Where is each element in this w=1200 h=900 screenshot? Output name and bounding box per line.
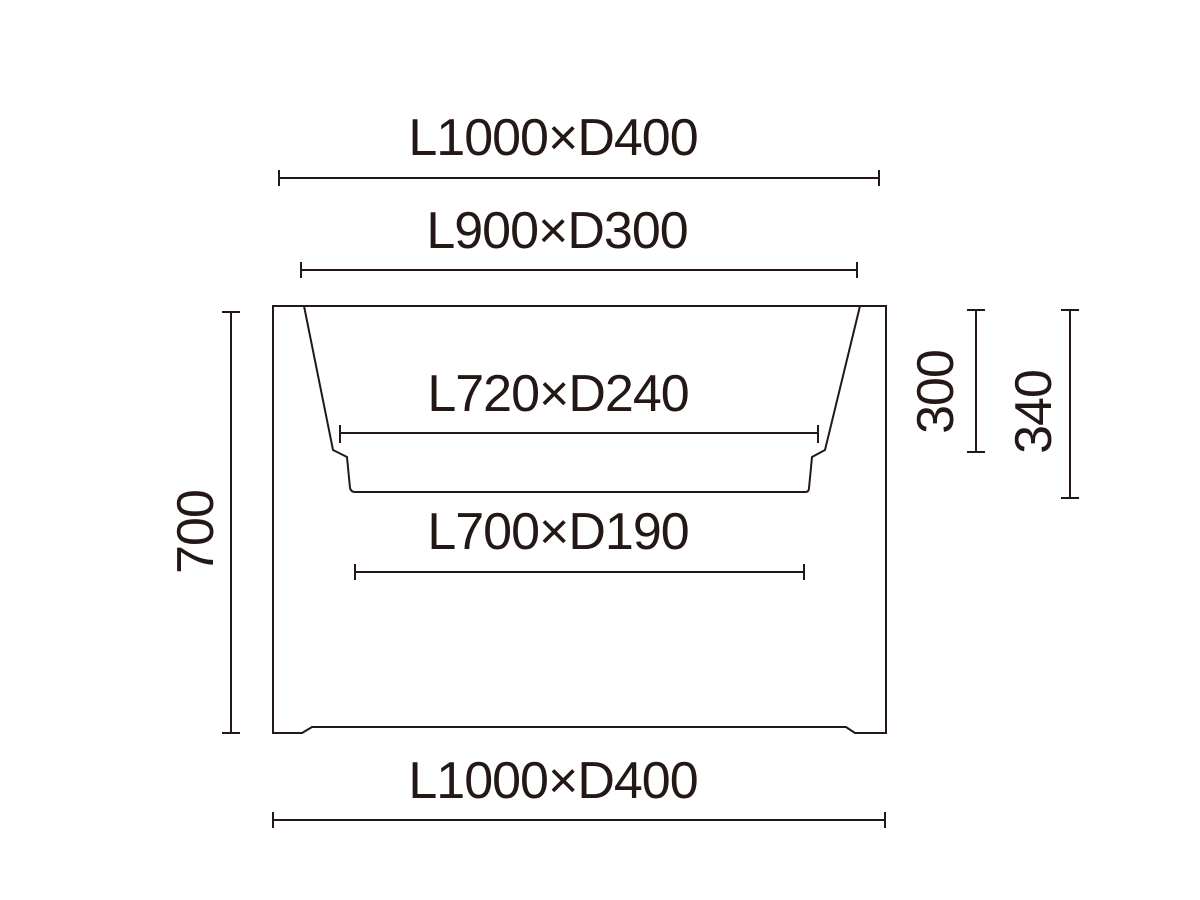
dim-basin-depth: 300: [907, 309, 985, 453]
dim-outer-top: L1000×D400: [278, 109, 880, 186]
label-outer-bottom: L1000×D400: [408, 752, 697, 810]
basin-outline: [303, 305, 861, 493]
dim-outer-bottom: L1000×D400: [272, 752, 886, 828]
dim-basin-bottom: L700×D190: [354, 503, 805, 580]
dim-basin-depth-outer: 340: [1005, 309, 1079, 499]
label-rim: L900×D300: [426, 202, 687, 260]
dim-basin-inner: L720×D240: [339, 365, 819, 443]
dim-rim: L900×D300: [300, 202, 858, 278]
body-outline: [272, 305, 887, 734]
label-outer-top: L1000×D400: [408, 109, 697, 167]
label-basin-bottom: L700×D190: [427, 503, 688, 561]
dim-height-total: 700: [167, 311, 240, 734]
label-basin-depth: 300: [907, 350, 965, 434]
label-height-total: 700: [167, 490, 225, 574]
label-basin-inner: L720×D240: [427, 365, 688, 423]
label-basin-depth-outer: 340: [1005, 370, 1063, 454]
